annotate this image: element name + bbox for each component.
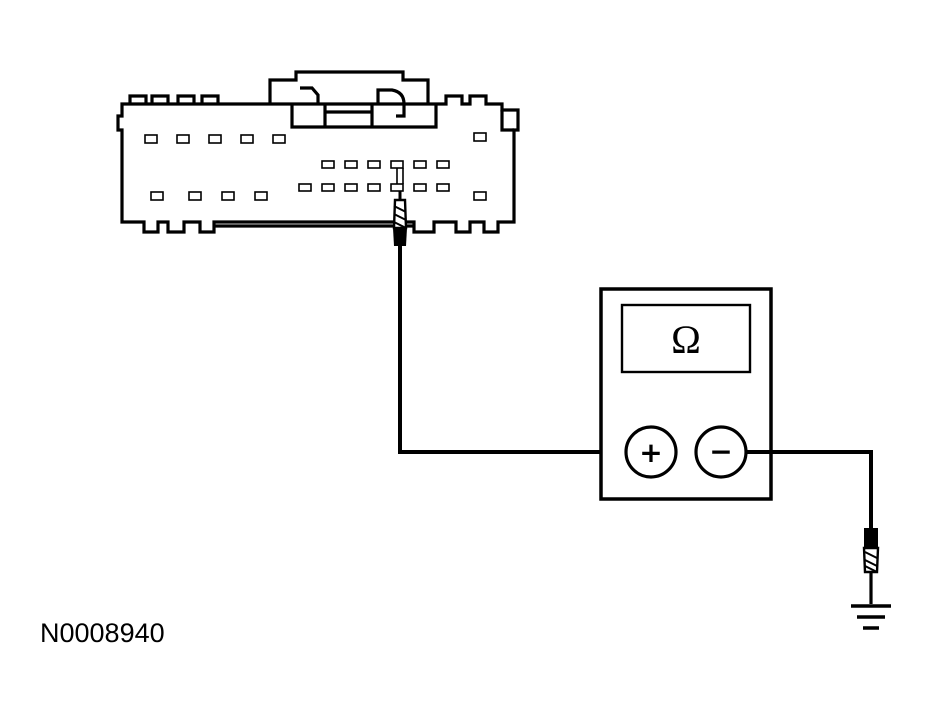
- positive-terminal-label: +: [639, 436, 662, 469]
- connector-pin: [221, 191, 235, 201]
- connector-pin: [473, 132, 487, 142]
- connector-pin: [367, 183, 381, 192]
- test-lead-negative: [746, 450, 873, 528]
- positive-terminal: [624, 425, 678, 479]
- connector-pin: [344, 183, 358, 192]
- ground-symbol: [851, 604, 891, 630]
- connector-pin: [436, 160, 450, 169]
- connector-body: [116, 94, 520, 234]
- connector-pin: [390, 160, 404, 169]
- negative-terminal-label: −: [709, 435, 732, 468]
- figure-id: N0008940: [40, 618, 165, 648]
- connector-pin: [144, 134, 158, 144]
- connector-pin: [208, 134, 222, 144]
- connector-probe: [392, 191, 408, 246]
- connector-pin: [436, 183, 450, 192]
- connector-pin: [150, 191, 164, 201]
- test-lead-positive: [398, 246, 626, 454]
- connector-pin: [413, 160, 427, 169]
- connector-pin: [367, 160, 381, 169]
- ground-probe: [862, 528, 880, 604]
- connector-pin: [473, 191, 487, 201]
- connector-pin: [272, 134, 286, 144]
- connector: [116, 70, 520, 234]
- multimeter: Ω + −: [599, 287, 773, 501]
- connector-pin: [188, 191, 202, 201]
- connector-pin: [344, 160, 358, 169]
- connector-pin: [390, 183, 404, 192]
- connector-pin: [298, 183, 312, 192]
- connector-pin: [321, 183, 335, 192]
- ohm-symbol: Ω: [671, 317, 701, 362]
- connector-pin: [240, 134, 254, 144]
- connector-pin: [413, 183, 427, 192]
- connector-pin: [321, 160, 335, 169]
- meter-display: [620, 303, 752, 374]
- connector-lock-tab: [268, 70, 430, 104]
- connector-pin: [254, 191, 268, 201]
- connector-pin: [176, 134, 190, 144]
